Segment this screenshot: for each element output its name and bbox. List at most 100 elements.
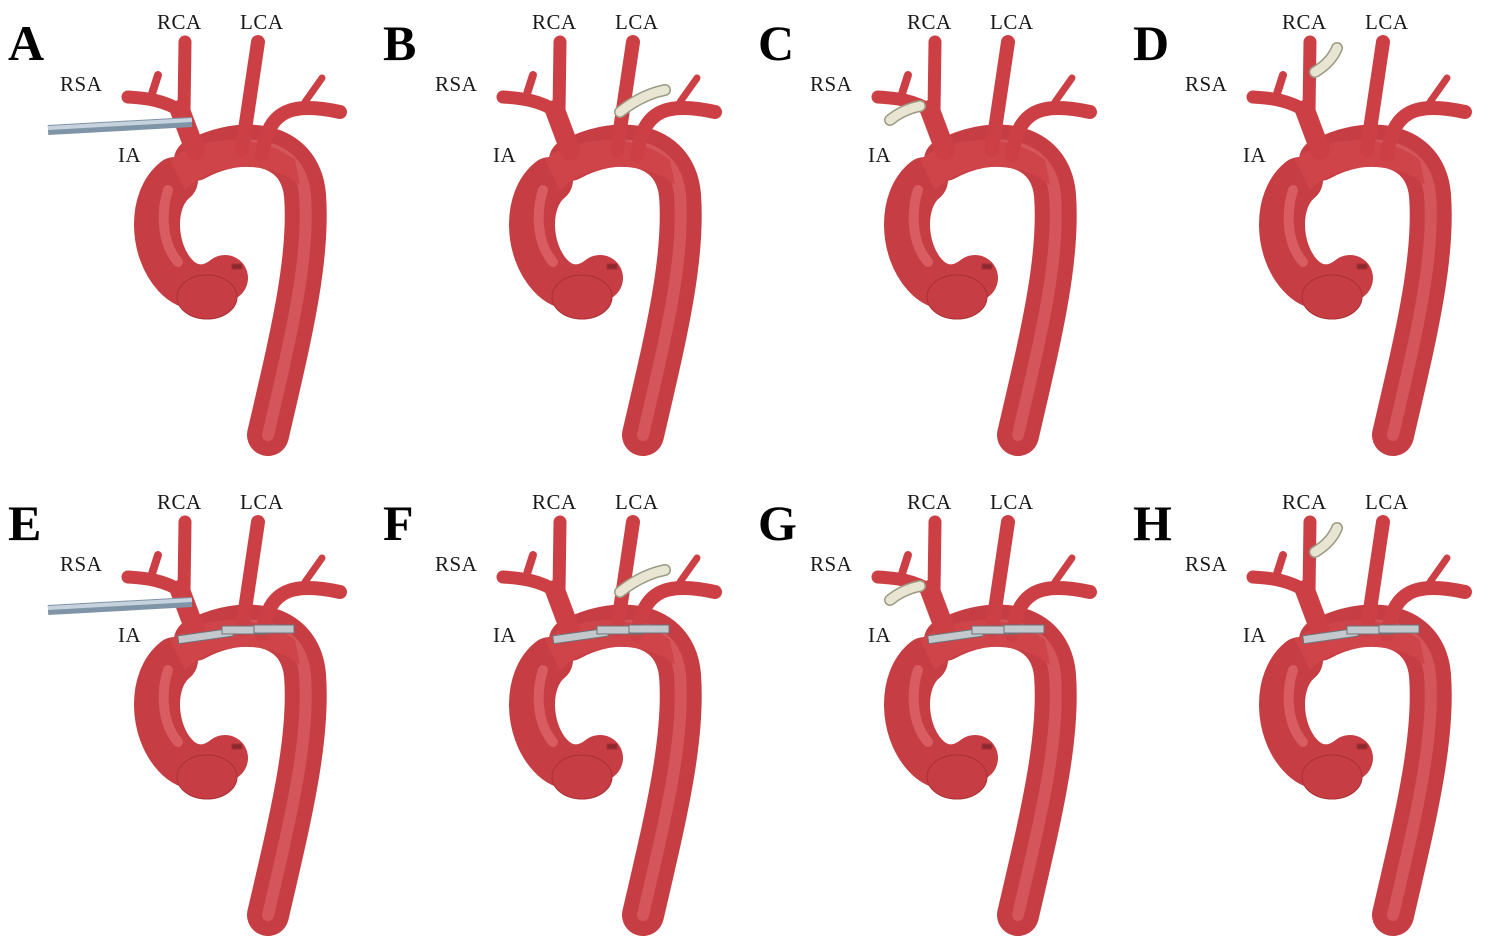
label-lca: LCA <box>240 490 284 514</box>
graft <box>1309 42 1343 78</box>
aortic-root <box>926 754 988 800</box>
aortic-root <box>176 274 238 320</box>
right-carotid-artery <box>177 35 192 119</box>
left-carotid-artery <box>1360 35 1390 157</box>
left-subclavian-artery <box>1005 581 1097 642</box>
label-lca: LCA <box>615 490 659 514</box>
diagram-panel-f: F RCA LCA RSA IA <box>375 465 750 936</box>
label-lca: LCA <box>615 10 659 34</box>
right-carotid-artery <box>1302 515 1317 599</box>
right-carotid-artery <box>927 35 942 119</box>
graft <box>1309 522 1343 558</box>
diagram-panel-h: H RCA LCA RSA IA <box>1125 465 1500 936</box>
aortic-arch-diagram <box>1246 515 1472 936</box>
label-rca: RCA <box>532 490 577 514</box>
label-rca: RCA <box>907 490 952 514</box>
right-carotid-artery <box>552 515 567 599</box>
panel-letter: H <box>1133 495 1172 551</box>
clamps <box>177 624 295 645</box>
left-subclavian-artery <box>1005 101 1097 162</box>
left-subclavian-artery <box>255 581 347 642</box>
panel-letter: F <box>383 495 414 551</box>
diagram-panel-e: E RCA LCA RSA IA <box>0 465 375 936</box>
aortic-arch-diagram <box>496 35 722 456</box>
diagram-panel-c: C RCA LCA RSA IA <box>750 0 1125 465</box>
label-lca: LCA <box>240 10 284 34</box>
aortic-root <box>176 754 238 800</box>
aortic-arch-diagram <box>47 515 347 936</box>
label-rca: RCA <box>907 10 952 34</box>
left-subclavian-artery <box>630 101 722 162</box>
panel-letter: B <box>383 15 417 71</box>
label-rca: RCA <box>1282 10 1327 34</box>
left-carotid-artery <box>235 35 265 157</box>
label-ia: IA <box>1243 143 1267 167</box>
graft <box>884 580 926 606</box>
right-subclavian-artery <box>496 90 564 119</box>
label-lca: LCA <box>990 10 1034 34</box>
aortic-root <box>551 274 613 320</box>
label-lca: LCA <box>1365 10 1409 34</box>
left-carotid-artery <box>1360 515 1390 637</box>
panel-letter: G <box>758 495 797 551</box>
panel-letter: A <box>8 15 45 71</box>
right-carotid-artery <box>552 35 567 119</box>
aortic-root <box>1301 274 1363 320</box>
label-rca: RCA <box>157 10 202 34</box>
right-carotid-artery <box>927 515 942 599</box>
aortic-arch-diagram <box>871 515 1097 936</box>
clamps <box>552 624 670 645</box>
aortic-arch-diagram <box>871 35 1097 456</box>
label-ia: IA <box>118 143 142 167</box>
right-carotid-artery <box>177 515 192 599</box>
diagram-panel-g: G RCA LCA RSA IA <box>750 465 1125 936</box>
left-subclavian-artery <box>255 101 347 162</box>
aortic-root <box>551 754 613 800</box>
aortic-arch-diagram <box>47 35 347 456</box>
label-rsa: RSA <box>435 72 478 96</box>
graft <box>614 564 671 598</box>
left-subclavian-artery <box>1380 581 1472 642</box>
diagram-panel-a: A RCA LCA RSA IA <box>0 0 375 465</box>
left-carotid-artery <box>235 515 265 637</box>
aortic-root <box>926 274 988 320</box>
right-subclavian-artery <box>496 570 564 599</box>
left-carotid-artery <box>985 35 1015 157</box>
label-rsa: RSA <box>60 552 103 576</box>
left-carotid-artery <box>985 515 1015 637</box>
label-rca: RCA <box>532 10 577 34</box>
label-ia: IA <box>868 143 892 167</box>
label-ia: IA <box>118 623 142 647</box>
graft <box>614 84 671 118</box>
label-lca: LCA <box>1365 490 1409 514</box>
cannula <box>47 117 193 135</box>
label-ia: IA <box>1243 623 1267 647</box>
panel-letter: E <box>8 495 42 551</box>
label-ia: IA <box>868 623 892 647</box>
right-subclavian-artery <box>121 90 189 119</box>
diagram-panel-d: D RCA LCA RSA IA <box>1125 0 1500 465</box>
label-ia: IA <box>493 623 517 647</box>
left-carotid-artery <box>610 35 640 157</box>
cannula <box>47 597 193 615</box>
label-rsa: RSA <box>435 552 478 576</box>
label-rsa: RSA <box>810 552 853 576</box>
clamps <box>927 624 1045 645</box>
right-subclavian-artery <box>1246 90 1314 119</box>
right-subclavian-artery <box>1246 570 1314 599</box>
diagram-panel-b: B RCA LCA RSA IA <box>375 0 750 465</box>
right-subclavian-artery <box>121 570 189 599</box>
aortic-arch-diagram <box>1246 35 1472 456</box>
label-rsa: RSA <box>1185 72 1228 96</box>
left-subclavian-artery <box>630 581 722 642</box>
label-lca: LCA <box>990 490 1034 514</box>
aortic-root <box>1301 754 1363 800</box>
panel-letter: D <box>1133 15 1170 71</box>
right-carotid-artery <box>1302 35 1317 119</box>
graft <box>884 100 926 126</box>
left-subclavian-artery <box>1380 101 1472 162</box>
label-rca: RCA <box>1282 490 1327 514</box>
label-rca: RCA <box>157 490 202 514</box>
label-rsa: RSA <box>1185 552 1228 576</box>
left-carotid-artery <box>610 515 640 637</box>
